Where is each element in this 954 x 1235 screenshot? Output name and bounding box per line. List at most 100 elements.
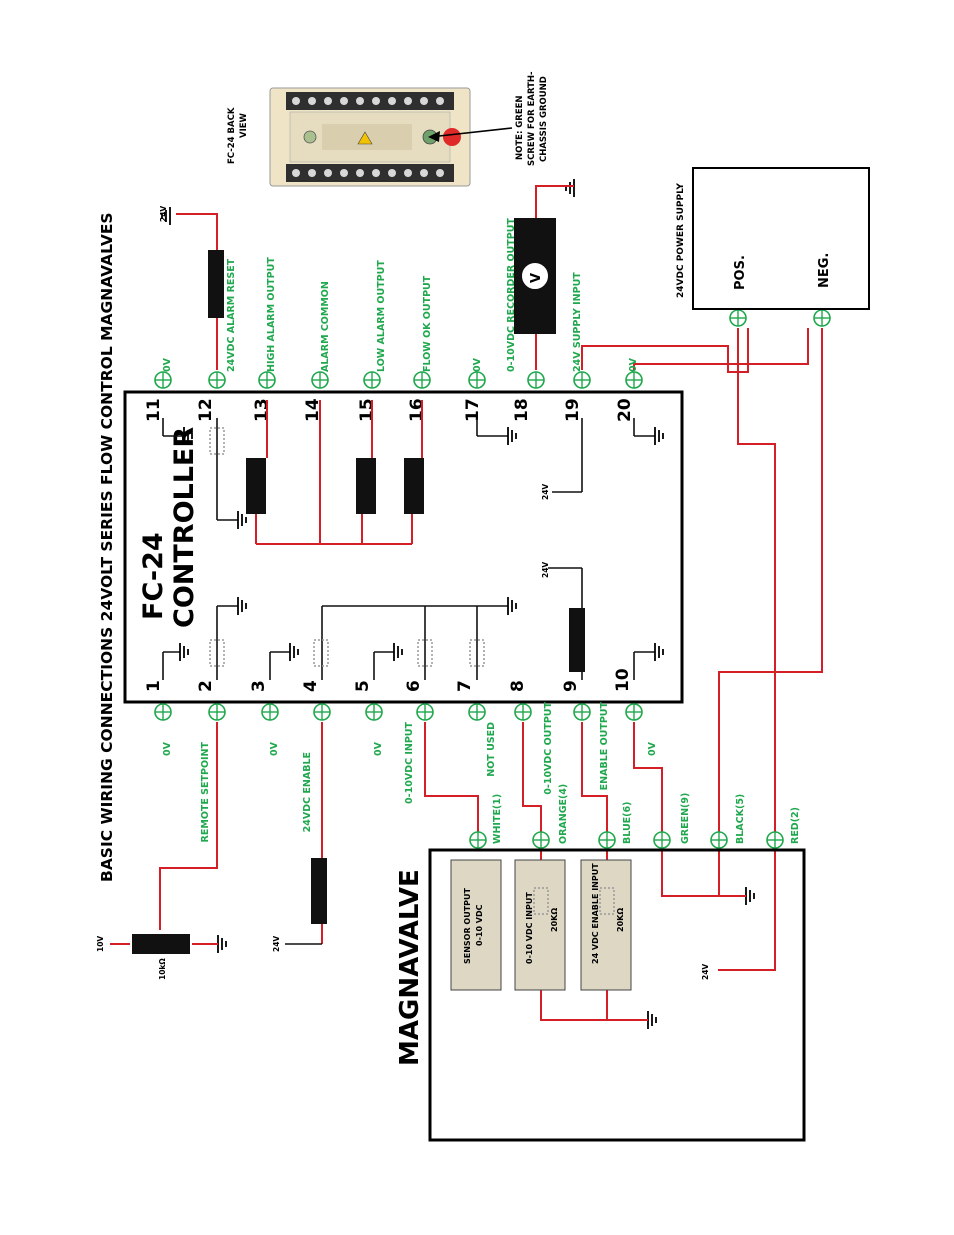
- terminal-connector-12: [208, 371, 226, 389]
- terminal-label-1: 0V: [162, 741, 173, 756]
- v24-label: 24V: [701, 964, 710, 980]
- input-0-10-block: [514, 859, 566, 991]
- ground-icon: [654, 643, 664, 661]
- enable-output-relay: [569, 608, 585, 672]
- terminal-connector-19: [573, 371, 591, 389]
- controller-label-line1: FC-24: [138, 532, 169, 620]
- recorder-meter: V: [514, 218, 556, 334]
- terminal-connector-5: [365, 703, 383, 721]
- wire-label-green: GREEN(9): [680, 793, 691, 844]
- terminal-number-16: 16: [407, 398, 427, 422]
- ground-icon: [565, 179, 575, 197]
- terminal-label-8: 0-10VDC OUTPUT: [543, 701, 554, 794]
- input-0-10-line1: 0-10 VDC INPUT: [525, 892, 534, 964]
- magnavalve-connector-white: [469, 831, 487, 849]
- wire-label-orange: ORANGE(4): [558, 784, 569, 844]
- terminal-connector-6: [416, 703, 434, 721]
- enable-switch: [311, 858, 327, 924]
- v24-label: 24V: [541, 484, 550, 500]
- terminal-connector-7: [468, 703, 486, 721]
- terminal-label-3: 0V: [269, 741, 280, 756]
- flow-ok-relay: [404, 458, 424, 514]
- ground-symbols: [161, 179, 755, 1029]
- terminal-number-12: 12: [196, 398, 216, 422]
- terminal-connector-1: [154, 703, 172, 721]
- ground-icon: [507, 427, 517, 445]
- ground-icon: [647, 1011, 657, 1029]
- terminal-connector-14: [311, 371, 329, 389]
- terminal-label-12: 24VDC ALARM RESET: [226, 258, 237, 372]
- ground-icon: [237, 597, 247, 615]
- terminal-connector-10: [625, 703, 643, 721]
- sensor-output-line1: SENSOR OUTPUT: [463, 887, 472, 964]
- terminal-connector-2: [208, 703, 226, 721]
- fc24-back-view-image: [269, 87, 513, 187]
- terminal-connectors: [154, 309, 831, 849]
- terminal-connector-4: [313, 703, 331, 721]
- terminal-number-14: 14: [303, 398, 323, 422]
- terminal-connector-15: [363, 371, 381, 389]
- magnavalve-connector-blue: [598, 831, 616, 849]
- enable-input-line2: 20KΩ: [616, 908, 625, 932]
- voltage-labels: 24V 24V 24V 24V 24V 10V 10kΩ: [96, 206, 710, 980]
- wire-label-blue: BLUE(6): [622, 802, 633, 844]
- magnavalve-label: MAGNAVALVE: [395, 869, 425, 1066]
- ground-icon: [507, 597, 517, 615]
- ground-icon: [237, 511, 247, 529]
- magnavalve-box: [428, 848, 806, 1142]
- ground-icon: [654, 427, 664, 445]
- magnavalve-connector-green: [653, 831, 671, 849]
- terminal-number-9: 9: [561, 680, 581, 692]
- terminal-number-3: 3: [249, 680, 269, 692]
- fc24-controller-box: [123, 390, 684, 704]
- terminal-number-15: 15: [357, 398, 377, 422]
- note-line2: SCREW FOR EARTH-: [527, 71, 537, 166]
- terminal-number-20: 20: [615, 398, 635, 422]
- terminal-connector-3: [261, 703, 279, 721]
- ground-icon: [179, 643, 189, 661]
- v24-label: 24V: [541, 562, 550, 578]
- back-view-label-line2: VIEW: [239, 112, 249, 138]
- v10-label: 10V: [96, 936, 105, 952]
- wire-label-red: RED(2): [790, 807, 801, 844]
- ground-icon: [289, 643, 299, 661]
- terminal-connector-18: [527, 371, 545, 389]
- ground-icon: [183, 427, 193, 445]
- power-neg-label: NEG.: [817, 253, 832, 288]
- terminal-label-10: 0V: [647, 741, 658, 756]
- high-alarm-relay: [246, 458, 266, 514]
- note-line3: CHASSIS GROUND: [539, 76, 549, 162]
- alarm-relay-wiring: [255, 400, 423, 545]
- terminal-number-18: 18: [512, 398, 532, 422]
- terminal-labels: 0V REMOTE SETPOINT 0V 24VDC ENABLE 0V 0-…: [162, 218, 658, 843]
- terminal-label-19: 24V SUPPLY INPUT: [572, 272, 583, 372]
- terminal-connector-17: [468, 371, 486, 389]
- terminal-label-9: ENABLE OUTPUT: [599, 701, 610, 790]
- magnavalve-connector-red: [766, 831, 784, 849]
- back-view-label-line1: FC-24 BACK: [227, 107, 237, 164]
- external-wiring: [110, 185, 823, 1021]
- terminal-number-1: 1: [144, 680, 164, 692]
- terminal-connector-13: [258, 371, 276, 389]
- input-0-10-line2: 20KΩ: [550, 908, 559, 932]
- terminal-number-11: 11: [144, 398, 164, 422]
- wire-label-white: WHITE(1): [492, 794, 503, 844]
- terminal-number-4: 4: [301, 680, 321, 692]
- terminal-connector-9: [573, 703, 591, 721]
- terminal-number-17: 17: [463, 398, 483, 422]
- terminal-number-7: 7: [455, 680, 475, 692]
- terminal-label-18: 0-10VDC RECORDER OUTPUT: [506, 218, 517, 372]
- terminal-connector-11: [154, 371, 172, 389]
- power-pos-label: POS.: [733, 255, 748, 290]
- v24-label: 24V: [272, 936, 281, 952]
- terminal-label-16: FLOW OK OUTPUT: [422, 275, 433, 372]
- magnavalve-connector-black: [710, 831, 728, 849]
- power-neg-connector: [813, 309, 831, 327]
- terminal-number-6: 6: [404, 680, 424, 692]
- pot-label: 10kΩ: [158, 958, 167, 980]
- note-line1: NOTE: GREEN: [515, 95, 525, 160]
- setpoint-potentiometer: [132, 934, 190, 954]
- terminal-label-6: 0-10VDC INPUT: [404, 721, 415, 803]
- power-supply-label: 24VDC POWER SUPPLY: [676, 183, 686, 298]
